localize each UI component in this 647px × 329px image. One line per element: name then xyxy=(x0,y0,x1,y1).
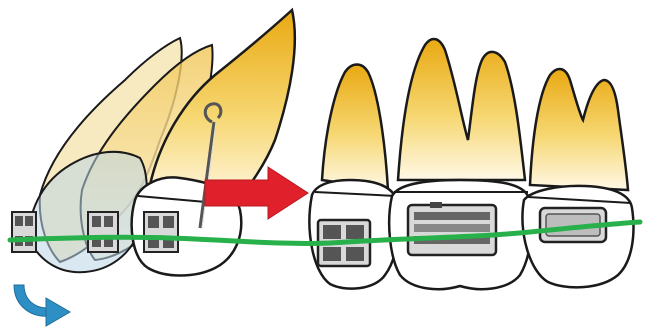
first-molar-roots xyxy=(398,39,525,180)
curved-rotation-arrow-icon xyxy=(14,285,70,326)
premolar-root xyxy=(322,65,388,191)
bracket-canine xyxy=(144,212,178,252)
molar-tube-first xyxy=(408,202,496,255)
second-molar-roots xyxy=(530,69,628,190)
bracket-leftmost xyxy=(12,212,36,252)
bracket-lateral xyxy=(88,212,118,252)
posterior-teeth-group xyxy=(309,39,633,289)
